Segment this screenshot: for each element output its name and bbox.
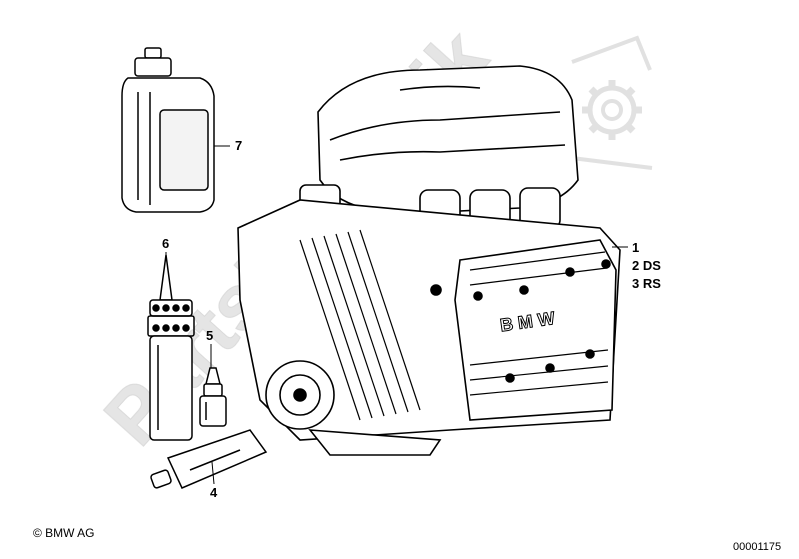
callout-7: 7: [235, 138, 243, 153]
callout-2: 2 DS: [632, 258, 661, 273]
gear-icon: [571, 35, 653, 170]
engine: [237, 65, 621, 456]
callout-4: 4: [210, 485, 218, 500]
small-bottle: [199, 367, 227, 427]
leader-lines: [165, 145, 628, 485]
diagram-number: 00001175: [733, 541, 782, 553]
copyright: © BMW AG: [33, 526, 95, 540]
callout-3: 3 RS: [632, 276, 661, 291]
grease-tube: [150, 429, 268, 489]
oil-bottle: [121, 47, 215, 213]
callout-6: 6: [162, 236, 170, 251]
sealant-tube: [147, 254, 195, 441]
callout-5: 5: [206, 328, 214, 343]
callout-1: 1: [632, 240, 640, 255]
